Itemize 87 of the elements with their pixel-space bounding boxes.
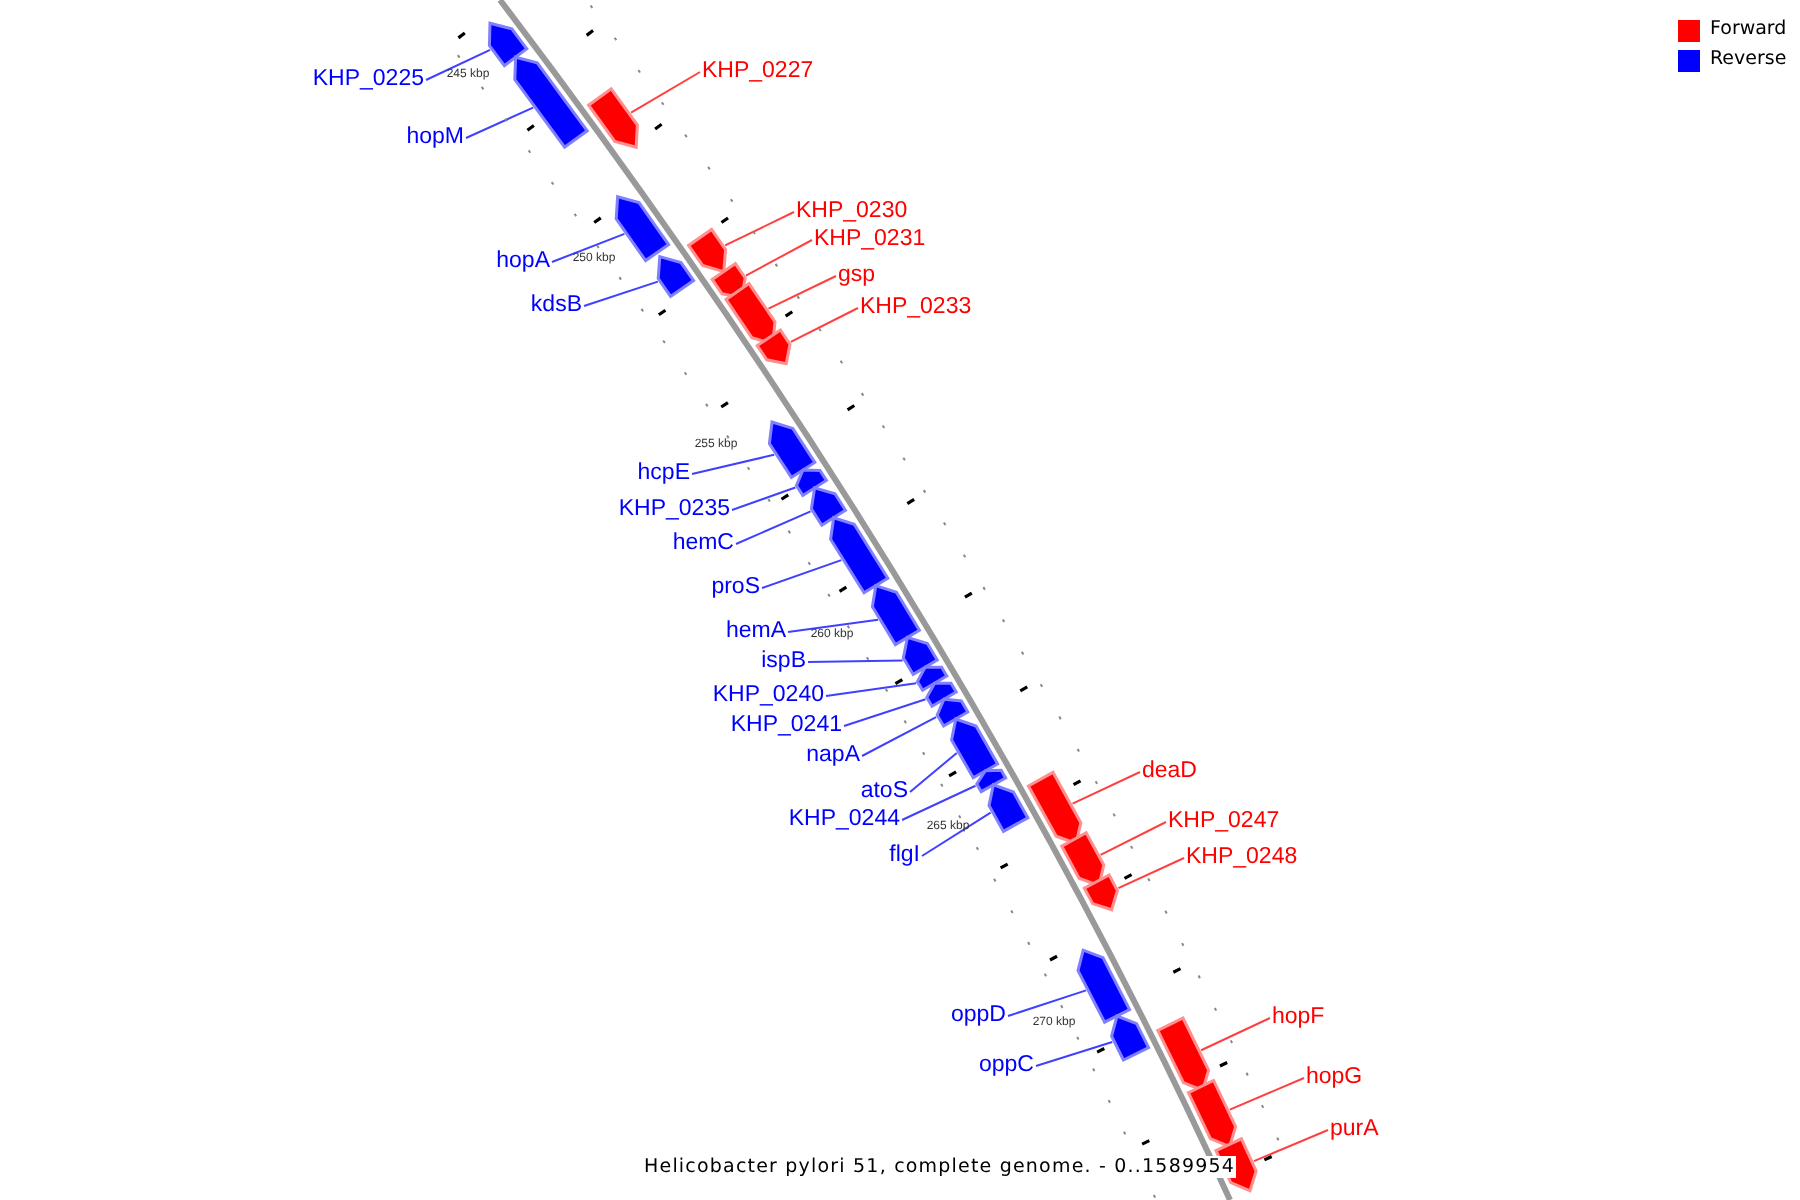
gene-label: KHP_0244 [788,807,900,833]
gene-bar [1110,1014,1151,1062]
leader-line [731,486,797,511]
gene-label: hopM [406,125,464,151]
gene-bar [1059,830,1106,888]
gene-label: KHP_0227 [702,59,814,85]
leader-line [1007,989,1088,1017]
gene-label: KHP_0240 [712,683,824,709]
gene-bar [870,583,922,647]
leader-line [1071,771,1141,805]
gene-bar [829,515,890,595]
gene-label: napA [806,743,860,769]
leader-line [901,784,977,821]
gene-label: KHP_0248 [1186,845,1298,871]
leader-line [1228,1077,1305,1111]
gene-bar [767,420,817,480]
gene-bar [656,254,696,299]
leader-line [1117,857,1185,890]
leader-line [807,659,904,663]
leader-line [551,232,626,263]
gene-label: gsp [838,263,876,289]
gene-bar [723,281,777,346]
gene-bar [513,55,590,150]
leader-line [787,618,880,633]
leader-line [724,211,795,247]
leader-line [1035,1041,1114,1067]
gene-bar [1076,948,1132,1025]
gene-bar [487,21,529,68]
leader-line [1099,821,1167,856]
gene-label: hcpE [637,461,690,487]
gene-label: oppC [979,1053,1034,1079]
leader-line [735,510,812,545]
leader-line [843,698,927,727]
gene-bar [925,681,959,709]
leader-line [1200,1017,1271,1052]
gene-bar [686,227,728,274]
gene-label: kdsB [530,293,582,319]
leader-line [861,716,938,757]
gene-bar [915,665,949,693]
gene-label: KHP_0230 [796,199,908,225]
gene-label: oppD [951,1003,1006,1029]
gene-label: KHP_0225 [312,67,424,93]
gene-label: flgI [889,843,920,869]
gene-label: hopA [496,249,550,275]
leader-line [691,453,776,475]
gene-bar [586,86,639,150]
gene-label: KHP_0233 [860,295,972,321]
leader-line [789,307,859,343]
gene-bar [755,327,792,366]
legend-label: Reverse [1710,48,1787,70]
leader-line [761,559,843,589]
gene-label: deaD [1142,759,1197,785]
gene-label: KHP_0231 [814,227,926,253]
gene-bar [975,768,1008,794]
gene-bar [809,485,848,528]
gene-bar [1155,1016,1211,1093]
leader-line [767,275,837,310]
leader-line [583,280,659,307]
gene-label: purA [1330,1117,1379,1143]
gene-label: ispB [761,649,806,675]
gene-bar [935,697,970,729]
gene-bar [901,635,940,677]
gene-label: KHP_0241 [730,713,842,739]
leader-line [425,48,492,81]
gene-label: KHP_0247 [1168,809,1280,835]
gene-bar [1082,872,1119,912]
leader-line [825,682,918,697]
leader-line [921,811,992,857]
leader-line [1252,1129,1329,1163]
leader-line [630,71,701,114]
gene-label: proS [711,575,760,601]
legend-label: Forward [1710,18,1787,40]
gene-bar [1026,770,1083,846]
gene-label: atoS [860,779,908,805]
gene-bar [1186,1078,1238,1149]
leader-line [465,106,535,139]
gene-label: hopG [1306,1065,1363,1091]
gene-label: hemC [672,531,734,557]
gene-bar [987,782,1030,834]
gene-bar [614,194,671,263]
leader-line [909,751,958,793]
leader-line [744,239,813,277]
gene-label: hemA [725,619,786,645]
gene-label: hopF [1272,1005,1325,1031]
gene-bar [794,468,829,498]
gene-label: KHP_0235 [618,497,730,523]
caption: Helicobacter pylori 51, complete genome. - 0..1589954 [644,1156,1236,1178]
